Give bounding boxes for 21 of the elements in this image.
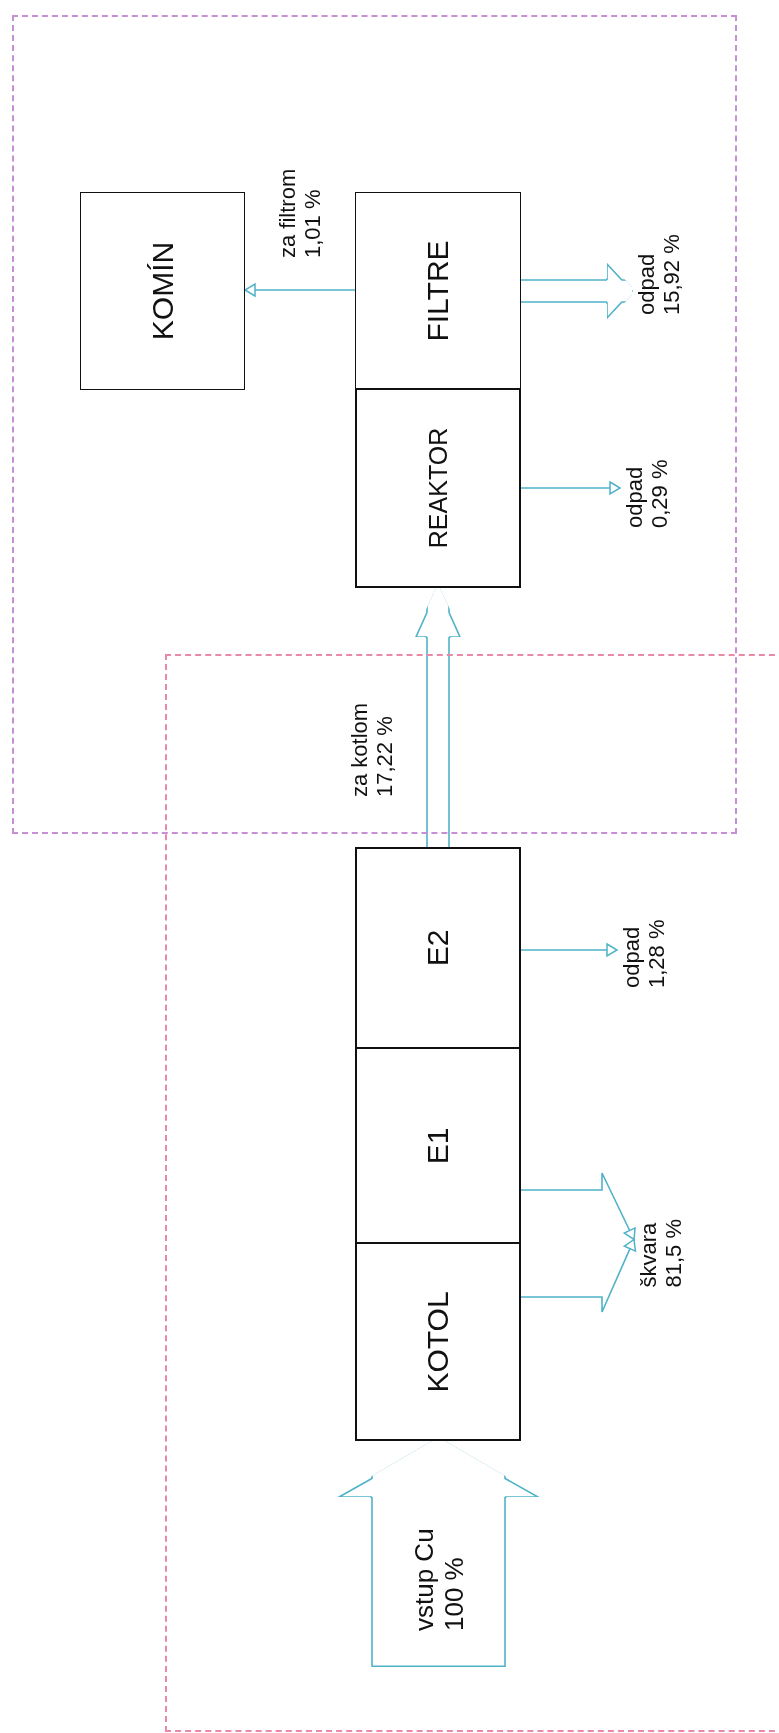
box-label: E1 xyxy=(420,1127,455,1164)
flow-label: odpad 1,28 % xyxy=(618,918,670,988)
arrow xyxy=(244,283,356,297)
process-box xyxy=(80,192,245,390)
box-label: FILTRE xyxy=(420,240,455,342)
process-box xyxy=(355,1047,521,1244)
flow-label: odpad 0,29 % xyxy=(621,458,673,528)
arrow xyxy=(520,943,618,957)
box-label: KOMÍN xyxy=(145,241,180,341)
arrow xyxy=(520,1172,636,1241)
process-box xyxy=(355,1242,521,1441)
box-label: REAKTOR xyxy=(423,427,453,549)
flow-label: odpad 15,92 % xyxy=(633,233,685,315)
arrow xyxy=(520,481,621,495)
arrow xyxy=(520,1238,637,1313)
box-label: KOTOL xyxy=(420,1290,455,1393)
box-label: E2 xyxy=(420,929,455,967)
process-box xyxy=(355,388,521,588)
process-box xyxy=(355,847,521,1049)
process-box xyxy=(355,192,521,390)
flow-label: škvara 81,5 % xyxy=(635,1217,687,1287)
